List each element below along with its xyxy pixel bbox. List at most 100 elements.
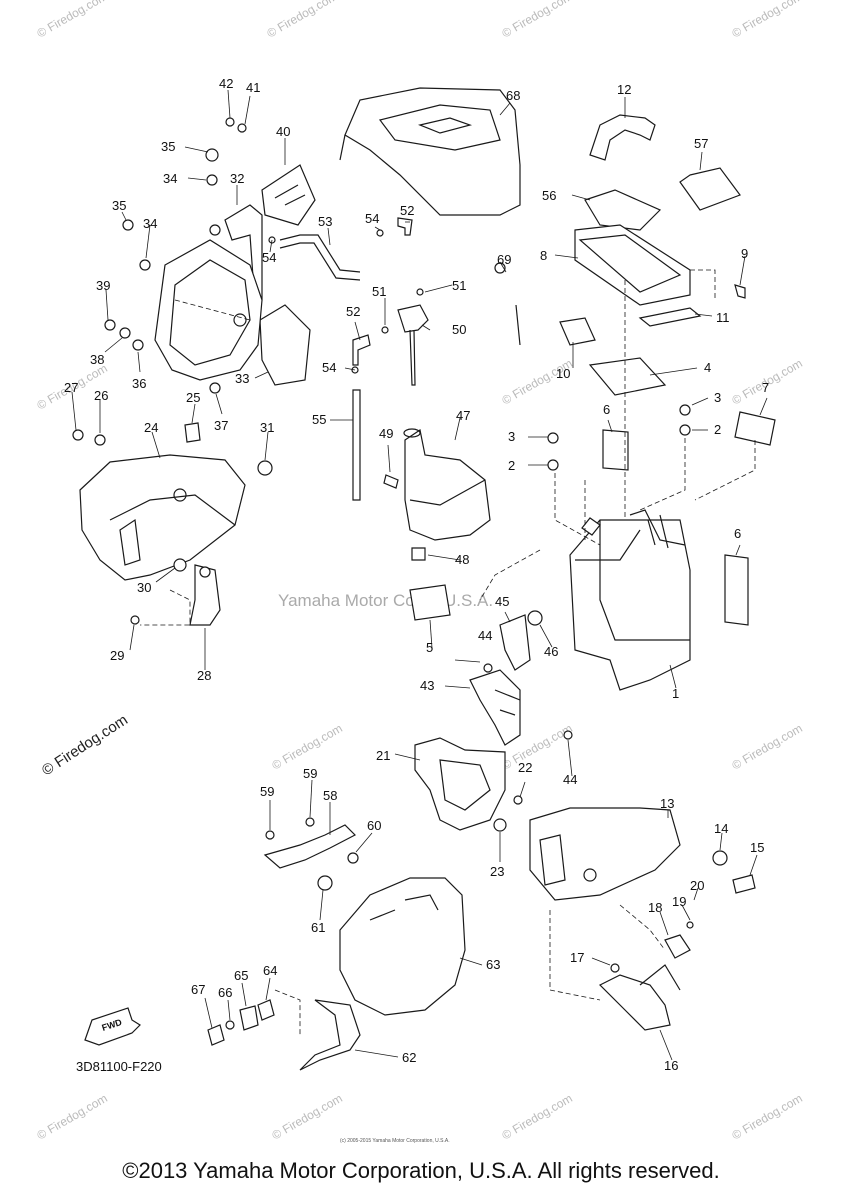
copyright-footer: ©2013 Yamaha Motor Corporation, U.S.A. A… [122, 1158, 720, 1183]
callout-3: 3 [508, 429, 515, 444]
callout-23: 23 [490, 864, 504, 879]
part-drawings: FWD [72, 87, 776, 1071]
side-cover-24 [79, 454, 246, 581]
callout-63: 63 [486, 957, 500, 972]
callout-10: 10 [556, 366, 570, 381]
reservoir-tank [404, 429, 491, 541]
callout-38: 38 [90, 352, 104, 367]
bracket-43 [469, 669, 521, 746]
battery-tray [574, 224, 691, 306]
callout-3: 3 [714, 390, 721, 405]
bracket-45 [499, 614, 531, 671]
callout-44: 44 [563, 772, 577, 787]
leader-lines [71, 89, 768, 1061]
callout-56: 56 [542, 188, 556, 203]
callout-41: 41 [246, 80, 260, 95]
callout-54: 54 [262, 250, 276, 265]
callout-45: 45 [495, 594, 509, 609]
bracket-58 [263, 824, 357, 869]
fwd-arrow-icon: FWD [84, 1007, 141, 1046]
callout-59: 59 [303, 766, 317, 781]
callout-11: 11 [716, 310, 730, 325]
callout-35: 35 [161, 139, 175, 154]
watermark: © Firedog.com [270, 1091, 345, 1143]
callout-52: 52 [400, 203, 414, 218]
callout-9: 9 [741, 246, 748, 261]
callout-55: 55 [312, 412, 326, 427]
callout-15: 15 [750, 840, 764, 855]
callout-58: 58 [323, 788, 337, 803]
hose-55 [352, 389, 361, 501]
watermark: © Firedog.com [730, 1091, 805, 1143]
callout-68: 68 [506, 88, 520, 103]
side-cover-40 [261, 164, 316, 226]
callout-18: 18 [648, 900, 662, 915]
callout-57: 57 [694, 136, 708, 151]
callout-47: 47 [456, 408, 470, 423]
callout-36: 36 [132, 376, 146, 391]
callout-1: 1 [672, 686, 679, 701]
pad-57 [679, 167, 741, 211]
callout-54: 54 [365, 211, 379, 226]
breather-tube [279, 234, 361, 273]
bracket-16 [598, 974, 671, 1031]
callout-51: 51 [372, 284, 386, 299]
watermark: © Firedog.com [270, 721, 345, 773]
callout-67: 67 [191, 982, 205, 997]
tiny-copyright: (c) 2005-2015 Yamaha Motor Corporation, … [340, 1138, 450, 1144]
callout-51: 51 [452, 278, 466, 293]
watermark: © Firedog.com [35, 0, 110, 41]
watermark: © Firedog.com [35, 1091, 110, 1143]
callout-50: 50 [452, 322, 466, 337]
callout-4: 4 [704, 360, 711, 375]
watermark: © Firedog.com [500, 0, 575, 41]
battery-strap [589, 114, 656, 161]
callout-labels: 1 2 2 3 3 4 5 6 6 7 8 9 10 11 12 13 14 1… [64, 76, 769, 1073]
callout-22: 22 [518, 760, 532, 775]
callout-2: 2 [714, 422, 721, 437]
watermark: © Firedog.com [500, 356, 575, 408]
watermark: © Firedog.com [265, 0, 340, 41]
callout-20: 20 [690, 878, 704, 893]
pad-56 [584, 189, 662, 231]
callout-5: 5 [426, 640, 433, 655]
callout-40: 40 [276, 124, 290, 139]
callout-13: 13 [660, 796, 674, 811]
callout-59: 59 [260, 784, 274, 799]
callout-46: 46 [544, 644, 558, 659]
bracket-62 [299, 999, 361, 1071]
callout-62: 62 [402, 1050, 416, 1065]
callout-19: 19 [672, 894, 686, 909]
callout-21: 21 [376, 748, 390, 763]
callout-48: 48 [455, 552, 469, 567]
callout-61: 61 [311, 920, 325, 935]
callout-44: 44 [478, 628, 492, 643]
callout-28: 28 [197, 668, 211, 683]
center-watermark: Yamaha Motor Corp., U.S.A. [278, 591, 493, 610]
callout-31: 31 [260, 420, 274, 435]
firedog-corner-mark: © Firedog.com [39, 711, 131, 779]
callout-30: 30 [137, 580, 151, 595]
callout-43: 43 [420, 678, 434, 693]
watermark: © Firedog.com [730, 0, 805, 41]
callout-25: 25 [186, 390, 200, 405]
callout-16: 16 [664, 1058, 678, 1073]
callout-34: 34 [143, 216, 157, 231]
callout-64: 64 [263, 963, 277, 978]
bracket-28 [189, 564, 221, 626]
rear-fender-cover [344, 87, 521, 216]
callout-27: 27 [64, 380, 78, 395]
callout-12: 12 [617, 82, 631, 97]
tank-cover-63 [339, 877, 466, 1016]
diagram-code: 3D81100-F220 [76, 1059, 162, 1074]
callout-52: 52 [346, 304, 360, 319]
callout-33: 33 [235, 371, 249, 386]
callout-6: 6 [734, 526, 741, 541]
callout-29: 29 [110, 648, 124, 663]
callout-69: 69 [497, 252, 511, 267]
callout-54: 54 [322, 360, 336, 375]
callout-42: 42 [219, 76, 233, 91]
callout-37: 37 [214, 418, 228, 433]
callout-24: 24 [144, 420, 158, 435]
